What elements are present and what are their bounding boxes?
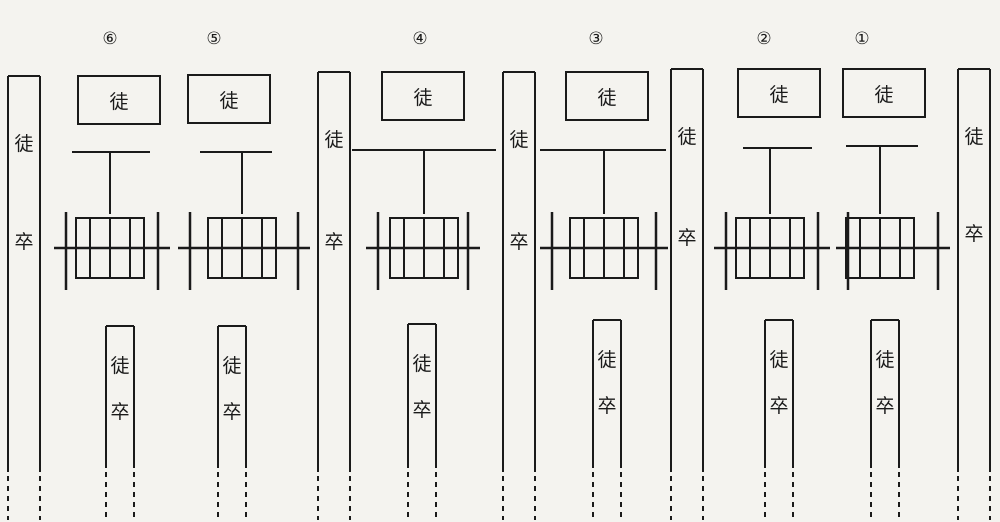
tu-box xyxy=(381,71,465,121)
strip-label-tu: 徒 xyxy=(769,349,788,371)
tu-box-label: 徒 xyxy=(413,87,432,109)
strip-label-zu: 卒 xyxy=(597,395,616,417)
column-label-tu: 徒 xyxy=(324,129,343,151)
column-label-tu: 徒 xyxy=(509,129,528,151)
tu-box xyxy=(187,74,271,124)
tu-box xyxy=(737,68,821,118)
tu-box-label: 徒 xyxy=(769,84,788,106)
column-label-tu: 徒 xyxy=(964,126,983,148)
tu-box-label: 徒 xyxy=(219,90,238,112)
group-number: ⑤ xyxy=(206,29,221,49)
tu-box-label: 徒 xyxy=(109,91,128,113)
tu-box-label: 徒 xyxy=(874,84,893,106)
group-number: ④ xyxy=(412,29,427,49)
group-number: ⑥ xyxy=(102,29,117,49)
tu-box xyxy=(77,75,161,125)
strip-label-tu: 徒 xyxy=(222,355,241,377)
strip-label-zu: 卒 xyxy=(412,399,431,421)
group-number: ③ xyxy=(588,29,603,49)
strip-label-zu: 卒 xyxy=(110,401,129,423)
strip-label-tu: 徒 xyxy=(875,349,894,371)
column-label-zu: 卒 xyxy=(964,223,983,245)
strip-label-tu: 徒 xyxy=(110,355,129,377)
tu-box xyxy=(842,68,926,118)
strip-label-tu: 徒 xyxy=(412,353,431,375)
tu-box xyxy=(565,71,649,121)
column-label-tu: 徒 xyxy=(677,126,696,148)
column-label-zu: 卒 xyxy=(14,231,33,253)
column-label-zu: 卒 xyxy=(677,227,696,249)
column-label-zu: 卒 xyxy=(324,231,343,253)
column-label-zu: 卒 xyxy=(509,231,528,253)
strip-label-zu: 卒 xyxy=(769,395,788,417)
group-number: ② xyxy=(756,29,771,49)
column-label-tu: 徒 xyxy=(14,133,33,155)
strip-label-tu: 徒 xyxy=(597,349,616,371)
group-number: ① xyxy=(854,29,869,49)
tu-box-label: 徒 xyxy=(597,87,616,109)
strip-label-zu: 卒 xyxy=(875,395,894,417)
strip-label-zu: 卒 xyxy=(222,401,241,423)
